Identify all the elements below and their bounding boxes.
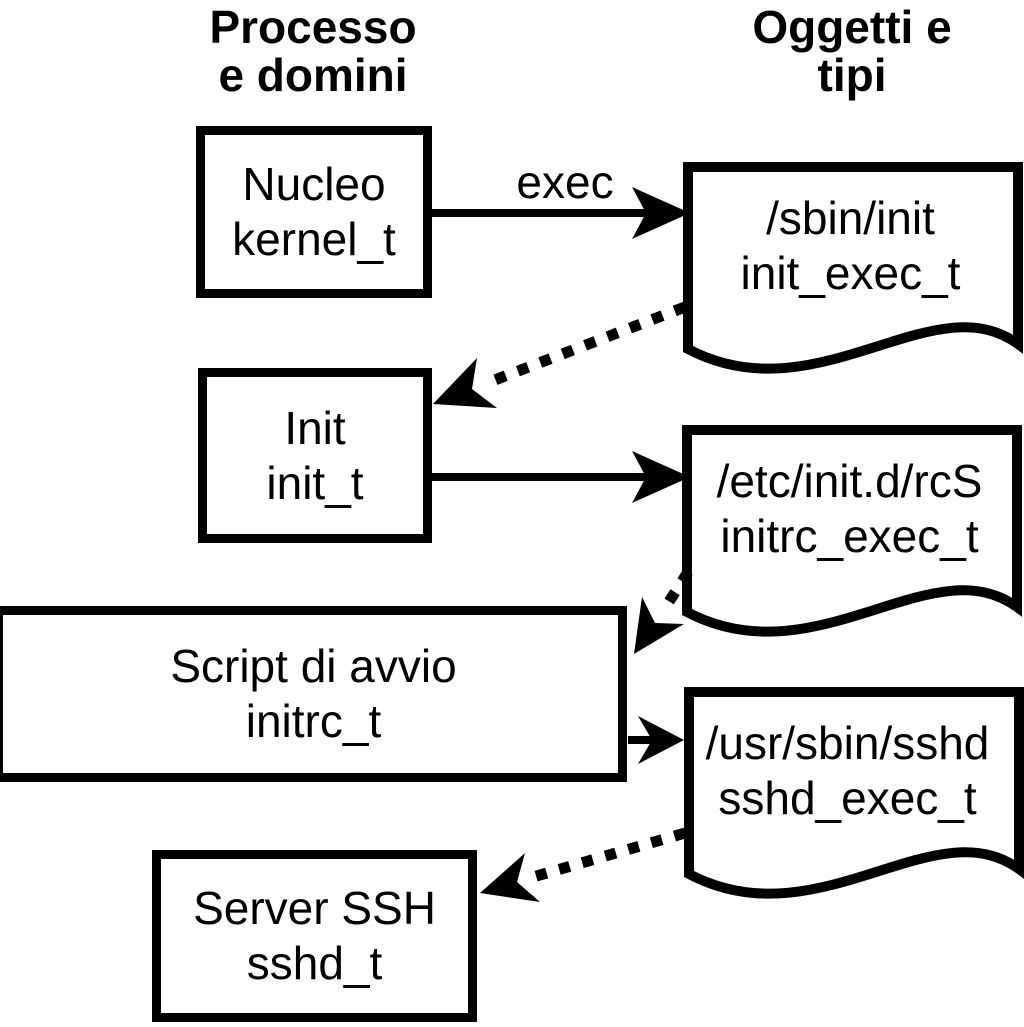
column-header-processes: Processo e domini bbox=[163, 3, 463, 99]
process-box-initrc bbox=[0, 606, 627, 782]
column-header-processes-line2: e domini bbox=[218, 49, 408, 101]
process-domain-type: kernel_t bbox=[232, 213, 396, 265]
process-box-kernel bbox=[196, 126, 432, 298]
object-path: /usr/sbin/sshd bbox=[705, 717, 990, 769]
solid-arrow-initrc-exec-sshd bbox=[628, 716, 684, 764]
object-file-type: sshd_exec_t bbox=[718, 772, 977, 824]
column-header-objects: Oggetti e tipi bbox=[702, 3, 1002, 99]
object-label-etc-initd-rcs: /etc/init.d/rcS initrc_exec_t bbox=[687, 430, 1012, 588]
process-label-sshd: Server SSH sshd_t bbox=[152, 850, 477, 1022]
exec-arrow-label: exec bbox=[516, 156, 614, 208]
object-file-type: initrc_exec_t bbox=[720, 510, 979, 562]
column-header-processes-line1: Processo bbox=[209, 1, 417, 53]
object-label-usr-sbin-sshd: /usr/sbin/sshd sshd_exec_t bbox=[685, 692, 1010, 850]
dotted-arrow-rcs-to-initrc-t bbox=[634, 569, 693, 654]
document-shape-etc-initd-rcs bbox=[682, 425, 1022, 637]
process-box-init bbox=[198, 368, 432, 543]
dotted-arrow-sshd-exec-to-sshd-t bbox=[480, 827, 687, 902]
process-domain-type: initrc_t bbox=[245, 695, 382, 747]
process-label-initrc: Script di avvio initrc_t bbox=[0, 606, 627, 782]
document-shape-sbin-init bbox=[683, 162, 1023, 374]
object-path: /etc/init.d/rcS bbox=[716, 455, 983, 507]
process-label-init: Init init_t bbox=[198, 368, 432, 543]
solid-arrow-init-exec-rcs bbox=[432, 451, 690, 503]
process-name: Init bbox=[284, 401, 346, 454]
object-file-type: init_exec_t bbox=[740, 247, 961, 299]
process-domain-type: init_t bbox=[266, 456, 364, 509]
process-label-kernel: Nucleo kernel_t bbox=[196, 126, 432, 298]
process-domain-type: sshd_t bbox=[246, 937, 383, 989]
process-name: Nucleo bbox=[242, 158, 386, 210]
object-path: /sbin/init bbox=[766, 192, 935, 244]
object-label-sbin-init: /sbin/init init_exec_t bbox=[688, 167, 1013, 325]
process-box-sshd bbox=[152, 850, 477, 1022]
solid-arrow-kernel-exec-init bbox=[432, 187, 690, 239]
dotted-arrow-init-exec-to-init-t bbox=[433, 301, 687, 408]
column-header-objects-line2: tipi bbox=[817, 49, 887, 101]
process-name: Server SSH bbox=[193, 882, 436, 934]
document-shape-usr-sbin-sshd bbox=[684, 687, 1024, 899]
process-name: Script di avvio bbox=[170, 640, 457, 692]
column-header-objects-line1: Oggetti e bbox=[752, 1, 952, 53]
